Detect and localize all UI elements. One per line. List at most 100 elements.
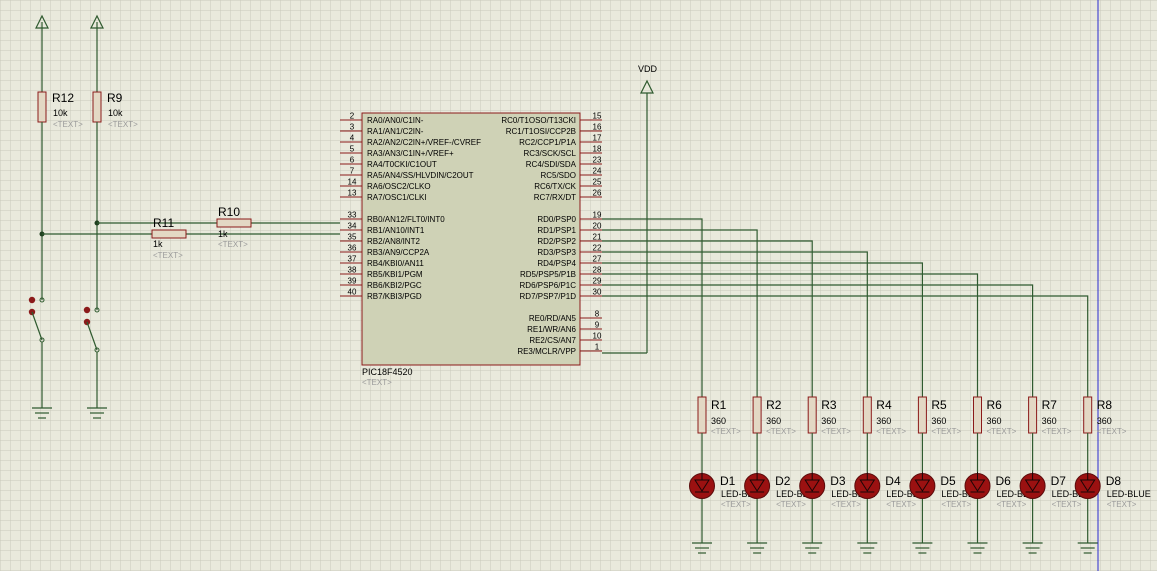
chip-pin-number: 35 <box>348 233 357 242</box>
led-resistor-text: <TEXT> <box>1097 427 1127 436</box>
ground-icon[interactable] <box>1022 542 1043 554</box>
chip-pin-name: RA3/AN3/C1IN+/VREF+ <box>367 149 454 158</box>
chip-pin-number: 6 <box>350 156 355 165</box>
ground-icon[interactable] <box>692 542 712 554</box>
ground-icon[interactable] <box>1077 542 1098 554</box>
led-value: LED-BLUE <box>721 489 765 499</box>
chip-pin-name: RD1/PSP1 <box>537 226 576 235</box>
led-resistor[interactable] <box>807 396 817 434</box>
led-resistor-ref: R3 <box>821 398 837 412</box>
led-ref: D6 <box>996 474 1012 488</box>
ground-icon[interactable] <box>912 542 933 554</box>
chip-pin-number: 23 <box>593 156 602 165</box>
chip-pin-name: RA1/AN1/C2IN- <box>367 127 424 136</box>
led-resistor-ref: R4 <box>876 398 892 412</box>
chip-pin-name: RA4/T0CKI/C1OUT <box>367 160 437 169</box>
led-text: <TEXT> <box>941 500 971 509</box>
led-resistor[interactable] <box>1083 396 1093 434</box>
chip-pin-name: RB7/KBI3/PGD <box>367 292 422 301</box>
chip-pin-name: RB0/AN12/FLT0/INT0 <box>367 215 445 224</box>
push-switch-2[interactable] <box>83 306 100 408</box>
resistor-r12-ref: R12 <box>52 91 74 105</box>
resistor-r10-ref: R10 <box>218 205 240 219</box>
led-text: <TEXT> <box>831 500 861 509</box>
vdd-label: VDD <box>638 64 658 74</box>
chip-pin-number: 33 <box>348 211 357 220</box>
led-diode[interactable] <box>744 472 771 499</box>
led-resistor[interactable] <box>917 396 927 434</box>
chip-pin-name: RD5/PSP5/P1B <box>520 270 576 279</box>
chip-pin-number: 1 <box>595 343 600 352</box>
resistor-r12[interactable] <box>37 91 47 123</box>
led-resistor[interactable] <box>862 396 872 434</box>
chip-pin-number: 24 <box>593 167 602 176</box>
led-resistor[interactable] <box>697 396 707 434</box>
wire-rd-to-resistor <box>602 262 923 397</box>
resistor-r12-value: 10k <box>53 108 68 118</box>
chip-ref: PIC18F4520 <box>362 367 413 377</box>
chip-pin-name: RA7/OSC1/CLKI <box>367 193 427 202</box>
led-resistor-value: 360 <box>931 416 946 426</box>
chip-pin-number: 28 <box>593 266 602 275</box>
wire-rd-to-resistor <box>602 218 703 397</box>
wire-rd-to-resistor <box>602 229 758 397</box>
chip-pin-name: RD0/PSP0 <box>537 215 576 224</box>
chip-pin-number: 20 <box>593 222 602 231</box>
led-resistor-text: <TEXT> <box>987 427 1017 436</box>
chip-pin-name: RC2/CCP1/P1A <box>519 138 577 147</box>
ground-icon[interactable] <box>32 407 52 419</box>
led-resistor-text: <TEXT> <box>766 427 796 436</box>
chip-pin-number: 19 <box>593 211 602 220</box>
chip-pin-name: RA0/AN0/C1IN- <box>367 116 424 125</box>
ground-icon[interactable] <box>747 542 768 554</box>
chip-pin-number: 15 <box>593 112 602 121</box>
led-ref: D5 <box>940 474 956 488</box>
resistor-r9-ref: R9 <box>107 91 123 105</box>
chip-pin-name: RD4/PSP4 <box>537 259 576 268</box>
resistor-r11[interactable] <box>151 229 187 239</box>
power-terminal-icon[interactable] <box>90 14 104 29</box>
led-resistor-text: <TEXT> <box>1042 427 1072 436</box>
resistor-r10[interactable] <box>216 218 252 228</box>
led-resistor-text: <TEXT> <box>876 427 906 436</box>
led-resistor[interactable] <box>973 396 982 434</box>
chip-pin-number: 16 <box>593 123 602 132</box>
chip-pin-number: 8 <box>595 310 600 319</box>
led-resistor-value: 360 <box>1097 416 1112 426</box>
led-value: LED-BLUE <box>941 489 985 499</box>
chip-pin-number: 2 <box>350 112 355 121</box>
ground-icon[interactable] <box>967 542 988 554</box>
led-diode[interactable] <box>909 472 936 499</box>
chip-pin-number: 13 <box>348 189 357 198</box>
chip-body[interactable] <box>361 112 581 366</box>
chip-pin-number: 5 <box>350 145 355 154</box>
ground-icon[interactable] <box>802 542 823 554</box>
led-diode[interactable] <box>964 472 991 499</box>
ground-icon[interactable] <box>857 542 878 554</box>
led-diode[interactable] <box>854 472 881 499</box>
chip-pin-number: 34 <box>348 222 357 231</box>
led-value: LED-BLUE <box>1052 489 1096 499</box>
power-terminal-icon[interactable] <box>35 14 49 29</box>
led-value: LED-BLUE <box>776 489 820 499</box>
led-diode[interactable] <box>689 472 715 499</box>
led-resistor-ref: R5 <box>931 398 947 412</box>
led-resistor[interactable] <box>1028 396 1038 434</box>
chip-pin-number: 40 <box>348 288 357 297</box>
led-diode[interactable] <box>799 472 826 499</box>
ground-icon[interactable] <box>87 407 107 419</box>
chip-pin-name: RE1/WR/AN6 <box>527 325 576 334</box>
push-switch-1[interactable] <box>28 296 45 408</box>
led-ref: D3 <box>830 474 846 488</box>
chip-pin-name: RB1/AN10/INT1 <box>367 226 425 235</box>
wire-rd-to-resistor <box>602 240 813 397</box>
led-diode[interactable] <box>1074 472 1101 499</box>
led-resistor[interactable] <box>752 396 762 434</box>
chip-pin-name: RB4/KBI0/AN11 <box>367 259 424 268</box>
led-diode[interactable] <box>1019 472 1046 499</box>
chip-pin-name: RE0/RD/AN5 <box>529 314 577 323</box>
resistor-r9[interactable] <box>92 91 102 123</box>
chip-pin-number: 38 <box>348 266 357 275</box>
